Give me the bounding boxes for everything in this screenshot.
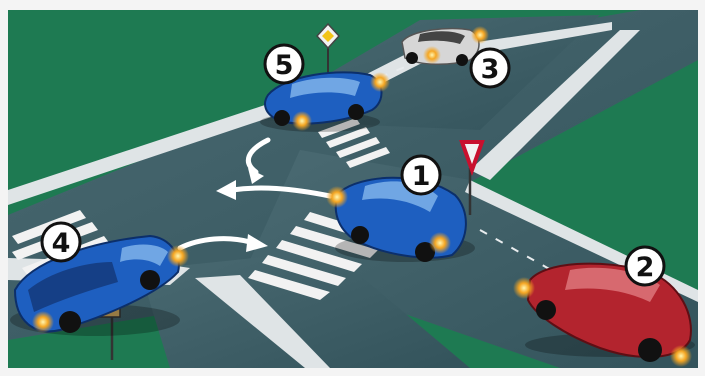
- marker-4-label: 4: [52, 228, 71, 259]
- marker-5: 5: [265, 45, 303, 83]
- marker-1: 1: [402, 156, 440, 194]
- marker-2-label: 2: [636, 252, 655, 283]
- marker-5-label: 5: [275, 50, 294, 81]
- marker-2: 2: [626, 247, 664, 285]
- marker-3: 3: [471, 49, 509, 87]
- marker-4: 4: [42, 223, 80, 261]
- marker-3-label: 3: [481, 54, 500, 85]
- marker-1-label: 1: [412, 161, 431, 192]
